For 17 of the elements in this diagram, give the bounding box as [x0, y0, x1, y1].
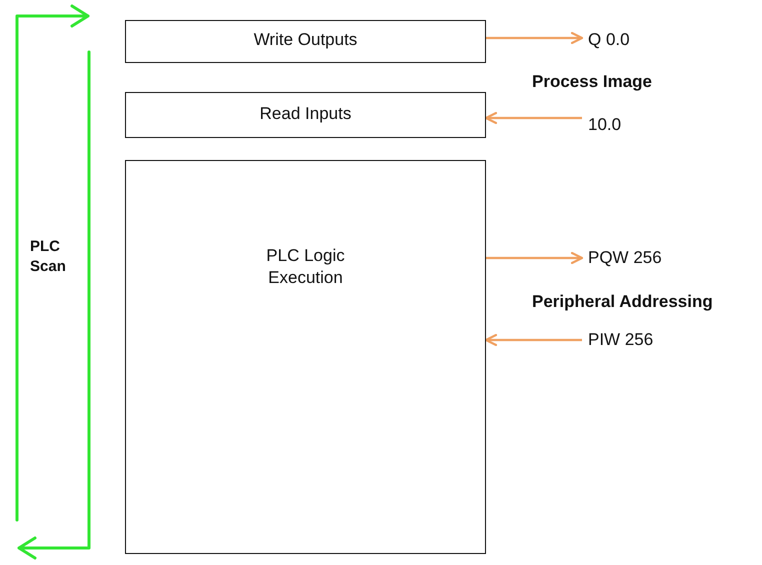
group-label: Process Image: [532, 72, 652, 92]
arrow: [484, 112, 582, 124]
box-label: PLC Logic Execution: [265, 245, 346, 290]
arrow: [486, 252, 584, 264]
arrow: [486, 32, 584, 44]
address-text: PQW 256: [588, 248, 662, 268]
group-label: Peripheral Addressing: [532, 292, 713, 312]
scan-label: PLC Scan: [30, 237, 67, 277]
box-label: Read Inputs: [260, 103, 352, 125]
box-label: Write Outputs: [254, 29, 358, 51]
process-box: [125, 92, 486, 138]
address-text: 10.0: [588, 115, 622, 135]
arrow: [484, 334, 582, 346]
process-box: [125, 20, 486, 63]
address-text: Q 0.0: [588, 30, 630, 50]
address-text: PIW 256: [588, 330, 654, 350]
process-box: [125, 160, 486, 554]
